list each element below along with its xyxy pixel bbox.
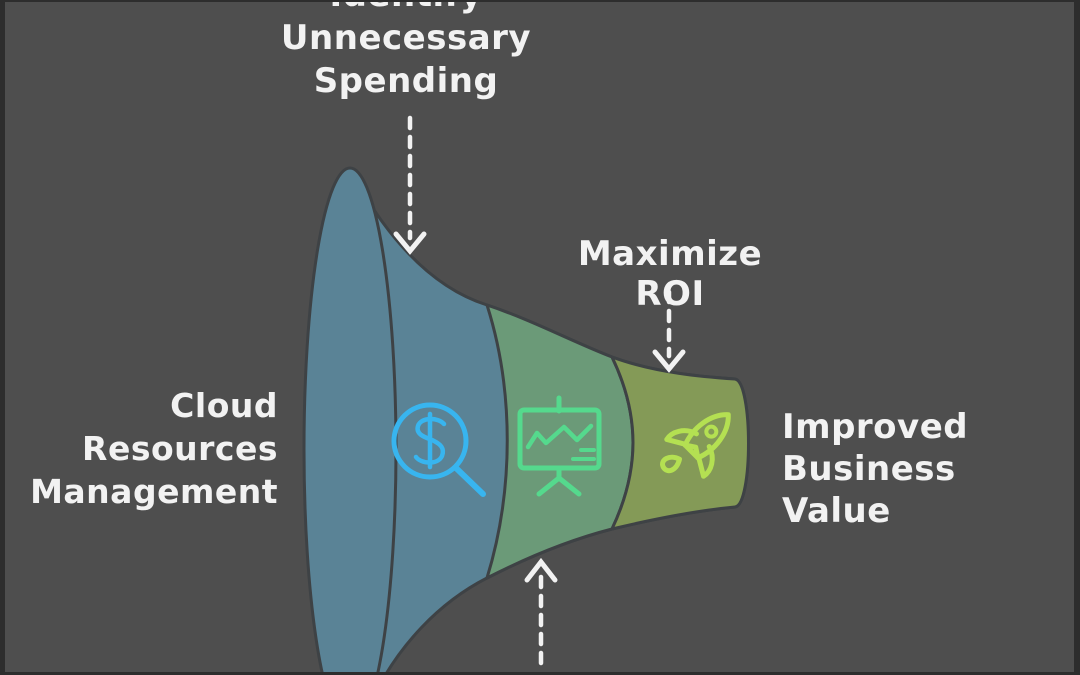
funnel <box>302 166 750 675</box>
label-maximize-roi: Maximize ROI <box>577 234 763 314</box>
dollar-search-icon <box>391 402 486 497</box>
frame-border-bottom <box>0 672 1080 675</box>
frame-border-right <box>1074 0 1080 675</box>
label-cloud-resources-management: Cloud Resources Management <box>30 386 278 511</box>
frame-border-left <box>0 0 5 675</box>
funnel-stage-green <box>485 303 635 580</box>
funnel-mouth <box>302 166 398 675</box>
arrow-identify-spending <box>393 115 427 255</box>
arrow-bottom-up <box>524 557 558 666</box>
arrow-maximize-roi <box>652 289 686 373</box>
frame-border-top <box>0 0 1080 2</box>
rocket-icon <box>660 412 731 479</box>
label-identify-unnecessary-spending: Identify Unnecessary Spending <box>280 0 532 101</box>
label-improved-business-value: Improved Business Value <box>782 407 969 531</box>
presentation-chart-icon <box>517 395 602 497</box>
